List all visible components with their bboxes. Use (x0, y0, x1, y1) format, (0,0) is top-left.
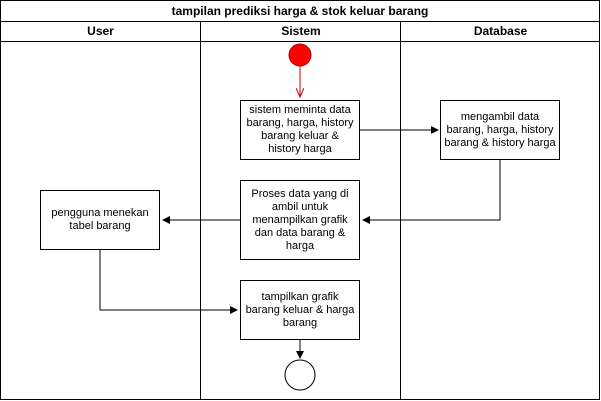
lane-divider-sistem-database (400, 21, 401, 400)
diagram-title: tampilan prediksi harga & stok keluar ba… (0, 0, 600, 22)
start-node (288, 43, 312, 67)
activity-request-data: sistem meminta data barang, harga, histo… (240, 100, 360, 160)
activity-process-data: Proses data yang di ambil untuk menampil… (240, 180, 360, 260)
activity-user-click-table: pengguna menekan tabel barang (40, 190, 160, 250)
arrow-user-to-display (99, 250, 238, 314)
activity-display-chart: tampilkan grafik barang keluar & harga b… (240, 280, 360, 340)
lane-divider-user-sistem (200, 21, 201, 400)
lane-header-user: User (0, 21, 201, 42)
lane-header-sistem: Sistem (201, 21, 401, 42)
lane-header-database: Database (401, 21, 600, 42)
activity-fetch-data: mengambil data barang, harga, history ba… (440, 100, 560, 160)
end-node (284, 359, 316, 391)
arrow-fetch-to-process (362, 160, 501, 224)
